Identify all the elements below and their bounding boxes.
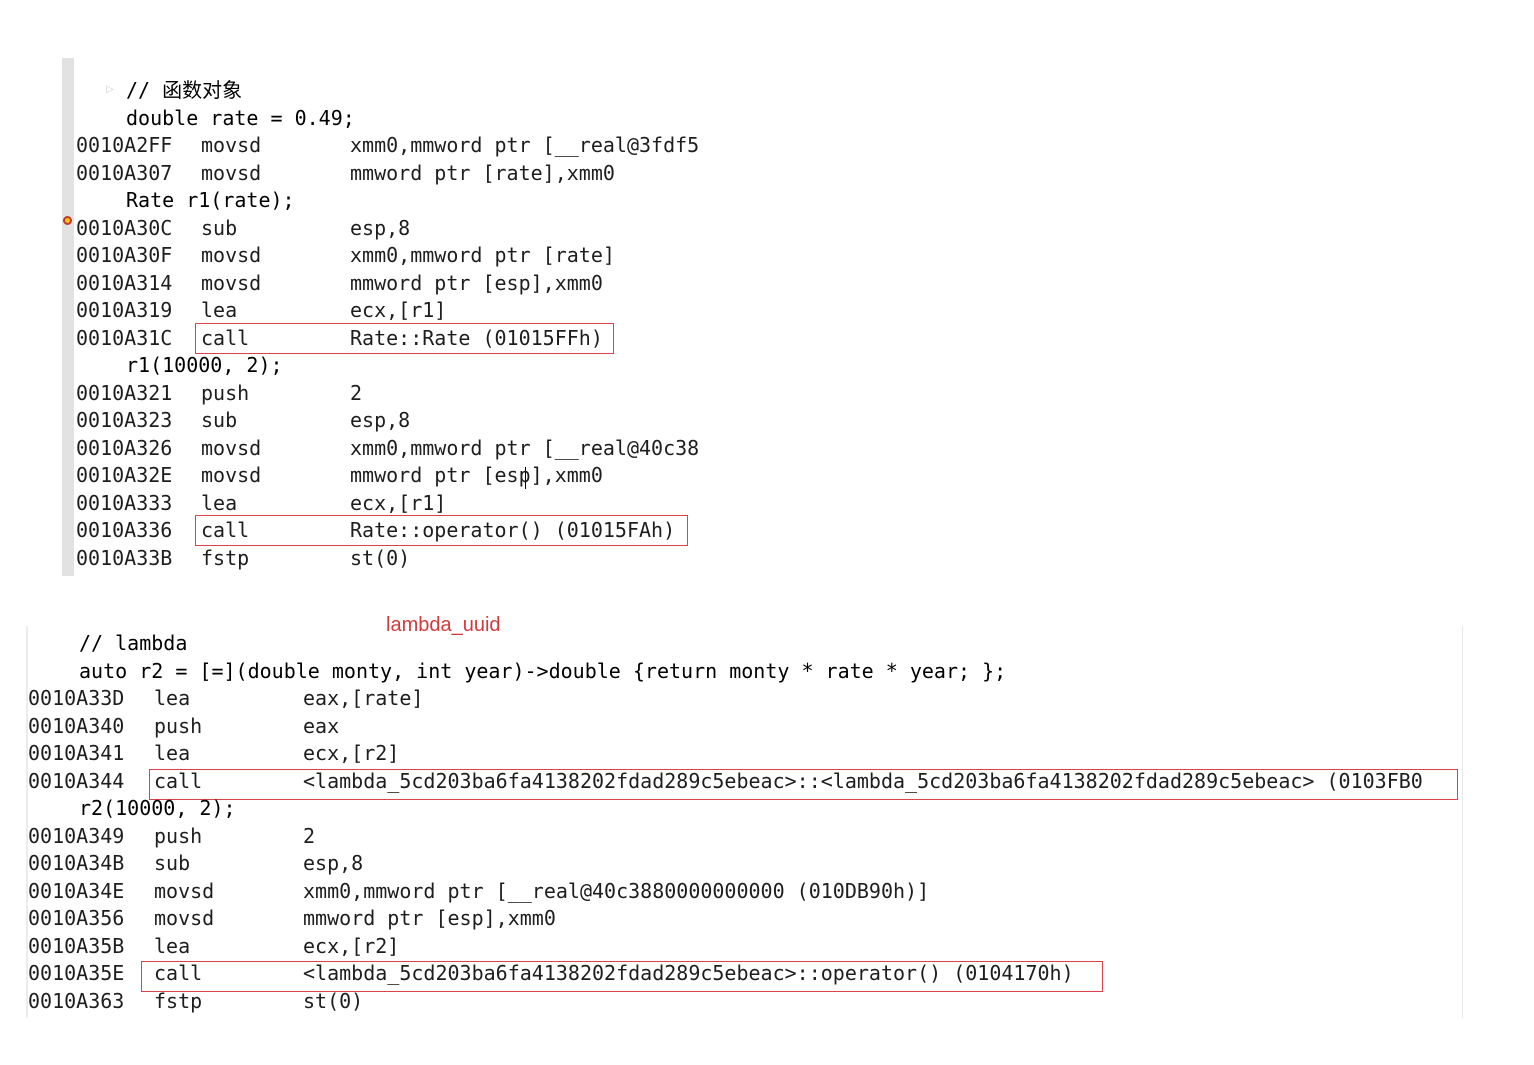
instruction-address: 0010A30F xyxy=(76,243,173,267)
disassembly-panel-function-object: ▷ // 函数对象 double rate = 0.49; 0010A2FF movs… xyxy=(62,58,712,576)
instruction-operands: esp,8 xyxy=(350,215,411,240)
instruction-address: 0010A326 xyxy=(76,435,173,460)
instruction-address: 0010A336 xyxy=(76,518,173,542)
instruction-mnemonic: movsd xyxy=(154,906,215,930)
instruction-mnemonic: fstp xyxy=(154,988,203,1013)
instruction-mnemonic: movsd xyxy=(201,160,262,185)
source-code-text: // 函数对象 xyxy=(126,78,243,102)
instruction-operands: mmword ptr [rate],xmm0 xyxy=(350,160,615,185)
instruction-mnemonic: lea xyxy=(154,741,191,765)
fold-arrow-icon[interactable]: ▷ xyxy=(106,84,114,95)
instruction-mnemonic: push xyxy=(154,823,203,848)
source-code-text: // lambda xyxy=(79,631,188,655)
instruction-address: 0010A333 xyxy=(76,490,173,515)
instruction-operands: ecx,[r1] xyxy=(350,298,447,322)
instruction-operands: ecx,[r2] xyxy=(303,741,400,765)
instruction-address: 0010A33D xyxy=(28,686,125,710)
instruction-mnemonic: call xyxy=(201,518,250,542)
instruction-operands: ecx,[r2] xyxy=(303,933,400,958)
instruction-address: 0010A30C xyxy=(76,215,173,240)
instruction-address: 0010A344 xyxy=(28,768,125,793)
instruction-mnemonic: movsd xyxy=(201,435,262,460)
instruction-operands: <lambda_5cd203ba6fa4138202fdad289c5ebeac… xyxy=(303,768,1423,793)
instruction-mnemonic: push xyxy=(154,713,203,738)
instruction-address: 0010A34B xyxy=(28,851,125,875)
instruction-operands: xmm0,mmword ptr [__real@3fdf5 xyxy=(350,133,700,157)
editor-gutter xyxy=(26,626,28,1018)
instruction-address: 0010A32E xyxy=(76,463,173,487)
instruction-address: 0010A2FF xyxy=(76,133,173,157)
instruction-operands: Rate::Rate (01015FFh) xyxy=(350,325,603,350)
instruction-operands: eax xyxy=(303,713,340,738)
instruction-address: 0010A307 xyxy=(76,160,173,185)
instruction-mnemonic: fstp xyxy=(201,545,250,570)
instruction-mnemonic: movsd xyxy=(201,133,262,157)
source-code-text: Rate r1(rate); xyxy=(126,188,295,212)
instruction-mnemonic: call xyxy=(154,961,203,985)
instruction-address: 0010A35B xyxy=(28,933,125,958)
highlight-box-call-ctor xyxy=(195,323,614,354)
source-code-text: auto r2 = [=](double monty, int year)->d… xyxy=(79,658,1007,683)
instruction-address: 0010A33B xyxy=(76,545,173,570)
instruction-address: 0010A363 xyxy=(28,988,125,1013)
instruction-mnemonic: lea xyxy=(201,490,238,515)
instruction-mnemonic: movsd xyxy=(154,878,215,903)
instruction-mnemonic: lea xyxy=(201,298,238,322)
annotation-label: lambda_uuid xyxy=(386,614,501,636)
source-code-text: double rate = 0.49; xyxy=(126,105,355,130)
highlight-box-call-operator xyxy=(195,515,688,546)
instruction-operands: mmword ptr [esp],xmm0 xyxy=(350,463,603,487)
highlight-box-call-lambda-operator xyxy=(141,961,1103,992)
instruction-operands: <lambda_5cd203ba6fa4138202fdad289c5ebeac… xyxy=(303,961,1074,985)
instruction-address: 0010A340 xyxy=(28,713,125,738)
source-code-text: r1(10000, 2); xyxy=(126,353,283,377)
source-code-text: r2(10000, 2); xyxy=(79,796,236,820)
instruction-address: 0010A321 xyxy=(76,380,173,405)
instruction-mnemonic: movsd xyxy=(201,463,262,487)
highlight-box-call-lambda-ctor xyxy=(149,769,1458,800)
instruction-address: 0010A314 xyxy=(76,270,173,295)
instruction-operands: Rate::operator() (01015FAh) xyxy=(350,518,676,542)
instruction-operands: xmm0,mmword ptr [__real@40c38 xyxy=(350,435,700,460)
instruction-mnemonic: sub xyxy=(154,851,191,875)
instruction-operands: xmm0,mmword ptr [rate] xyxy=(350,243,615,267)
instruction-operands: esp,8 xyxy=(350,408,411,432)
instruction-operands: xmm0,mmword ptr [__real@40c3880000000000… xyxy=(303,878,930,903)
breakpoint-icon[interactable] xyxy=(63,216,72,225)
instruction-mnemonic: push xyxy=(201,380,250,405)
instruction-address: 0010A31C xyxy=(76,325,173,350)
instruction-address: 0010A323 xyxy=(76,408,173,432)
instruction-mnemonic: movsd xyxy=(201,270,262,295)
instruction-mnemonic: lea xyxy=(154,686,191,710)
instruction-operands: mmword ptr [esp],xmm0 xyxy=(303,906,556,930)
instruction-mnemonic: call xyxy=(201,325,250,350)
instruction-operands: 2 xyxy=(350,380,363,405)
instruction-mnemonic: sub xyxy=(201,408,238,432)
instruction-mnemonic: lea xyxy=(154,933,191,958)
instruction-operands: st(0) xyxy=(350,545,411,570)
instruction-address: 0010A35E xyxy=(28,961,125,985)
instruction-address: 0010A341 xyxy=(28,741,125,765)
instruction-address: 0010A349 xyxy=(28,823,125,848)
disassembly-panel-lambda: // lambda auto r2 = [=](double monty, int… xyxy=(26,626,1463,1018)
instruction-operands: st(0) xyxy=(303,988,364,1013)
instruction-operands: eax,[rate] xyxy=(303,686,424,710)
text-cursor xyxy=(525,467,526,489)
editor-gutter xyxy=(62,58,74,576)
instruction-operands: esp,8 xyxy=(303,851,364,875)
instruction-operands: mmword ptr [esp],xmm0 xyxy=(350,270,603,295)
instruction-operands: ecx,[r1] xyxy=(350,490,447,515)
instruction-mnemonic: movsd xyxy=(201,243,262,267)
instruction-address: 0010A34E xyxy=(28,878,125,903)
instruction-address: 0010A319 xyxy=(76,298,173,322)
instruction-mnemonic: sub xyxy=(201,215,238,240)
instruction-address: 0010A356 xyxy=(28,906,125,930)
instruction-operands: 2 xyxy=(303,823,316,848)
instruction-mnemonic: call xyxy=(154,768,203,793)
